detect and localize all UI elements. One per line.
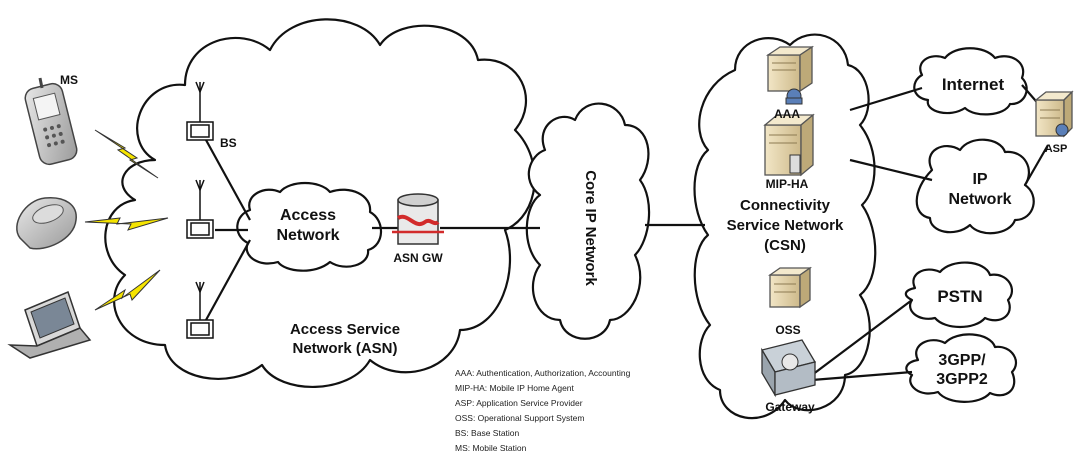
mip-ha-server-icon — [763, 113, 815, 177]
aaa-label: AAA — [774, 107, 800, 121]
asp-server-icon — [1034, 90, 1074, 138]
oss-server-icon — [767, 266, 813, 309]
lightning-icon — [94, 269, 161, 311]
legend-item: MS: Mobile Station — [455, 443, 527, 453]
pstn-label: PSTN — [937, 287, 982, 306]
csn-cloud — [693, 33, 877, 420]
gateway-device-icon — [760, 339, 817, 398]
laptop-icon — [7, 290, 92, 359]
asn-gw-label: ASN GW — [393, 251, 443, 265]
mip-ha-label: MIP-HA — [766, 177, 809, 191]
legend-item: OSS: Operational Support System — [455, 413, 584, 423]
csn-label-2: Service Network — [727, 217, 844, 234]
3gpp-cloud — [905, 333, 1018, 403]
internet-label: Internet — [942, 75, 1005, 94]
base-station-3 — [186, 281, 214, 339]
core-ip-cloud — [525, 102, 651, 340]
asp-label: ASP — [1045, 143, 1068, 155]
legend-item: BS: Base Station — [455, 428, 520, 438]
pstn-cloud — [904, 261, 1014, 329]
wireless-links — [84, 129, 169, 311]
core-ip-network-label: Core IP Network — [582, 170, 599, 286]
asn-gateway-router-icon — [392, 193, 444, 245]
internet-cloud — [913, 47, 1028, 116]
gateway-label: Gateway — [765, 400, 815, 414]
asn-label-1: Access Service — [290, 321, 400, 338]
ms-label: MS — [60, 73, 78, 87]
ip-network-label-2: Network — [948, 191, 1011, 208]
legend: AAA: Authentication, Authorization, Acco… — [455, 368, 631, 453]
3gpp-label-1: 3GPP/ — [938, 352, 986, 369]
access-network-cloud — [236, 181, 383, 272]
aaa-server-icon — [765, 45, 815, 105]
mobile-phone-icon — [24, 77, 78, 166]
3gpp-label-2: 3GPP2 — [936, 371, 988, 388]
base-station-1 — [186, 81, 214, 141]
access-network-label-1: Access — [280, 207, 336, 224]
bs-label: BS — [220, 136, 237, 150]
base-station-2 — [186, 179, 214, 239]
ip-network-cloud — [915, 138, 1035, 235]
handheld-device-icon — [16, 197, 77, 250]
legend-item: AAA: Authentication, Authorization, Acco… — [455, 368, 631, 378]
csn-label-3: (CSN) — [764, 237, 806, 254]
oss-label: OSS — [775, 323, 800, 337]
lightning-icon — [94, 129, 159, 179]
ip-network-label-1: IP — [972, 171, 987, 188]
asn-label-2: Network (ASN) — [292, 340, 397, 357]
legend-item: ASP: Application Service Provider — [455, 398, 583, 408]
csn-label-1: Connectivity — [740, 197, 831, 214]
legend-item: MIP-HA: Mobile IP Home Agent — [455, 383, 575, 393]
access-network-label-2: Network — [276, 227, 339, 244]
lightning-icon — [84, 217, 169, 231]
